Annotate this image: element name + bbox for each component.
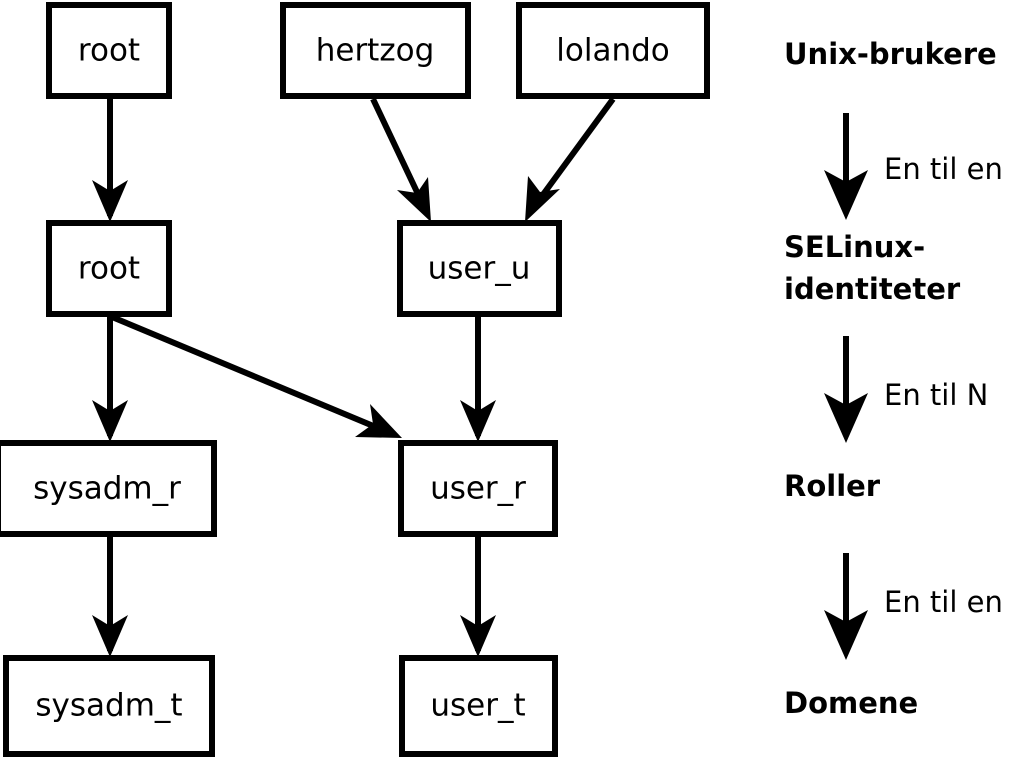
legend-group: Unix-brukere En til en SELinux- identite… <box>784 37 1003 720</box>
node-label: user_u <box>428 251 531 287</box>
node-label: user_r <box>430 471 526 507</box>
arrow-head-icon <box>92 180 128 222</box>
legend-arrow-identity-to-role: En til N <box>824 336 988 443</box>
node-domain-sysadm-t[interactable]: sysadm_t <box>3 655 215 757</box>
legend-arrow-role-to-domain: En til en <box>824 553 1003 660</box>
arrow-head-icon <box>355 404 402 438</box>
arrow-head-icon <box>92 400 128 442</box>
arrow-head-icon <box>92 615 128 657</box>
node-label: root <box>78 251 140 287</box>
node-label: user_t <box>430 688 525 724</box>
node-selinux-user-u[interactable]: user_u <box>397 220 562 317</box>
legend-stage-selinux-identities-line1: SELinux- <box>784 230 925 264</box>
edge-sysadm-r-to-sysadm-t <box>92 537 128 657</box>
edge-hertzog-to-user-u <box>370 97 431 222</box>
node-box <box>46 2 172 99</box>
edge-user-u-to-user-r <box>460 317 496 442</box>
node-unix-root[interactable]: root <box>46 2 172 99</box>
nodes-group: root hertzog lolando root user_u sysadm_ <box>0 2 710 757</box>
node-unix-hertzog[interactable]: hertzog <box>280 2 471 99</box>
edge-lolando-to-user-u <box>525 97 616 222</box>
node-label: lolando <box>556 33 669 69</box>
edges-group <box>92 97 616 657</box>
node-box <box>46 220 172 317</box>
arrow-head-icon <box>460 615 496 657</box>
node-unix-lolando[interactable]: lolando <box>516 2 710 99</box>
arrow-head-icon <box>525 176 560 222</box>
edge-user-r-to-user-t <box>460 537 496 657</box>
legend-arrow-label: En til en <box>884 152 1003 186</box>
node-role-sysadm-r[interactable]: sysadm_r <box>0 440 217 537</box>
edge-line <box>110 314 392 436</box>
node-box <box>0 440 217 537</box>
arrow-head-icon <box>824 610 868 660</box>
node-role-user-r[interactable]: user_r <box>398 440 558 537</box>
arrow-head-icon <box>824 393 868 443</box>
node-domain-user-t[interactable]: user_t <box>399 655 558 757</box>
node-label: sysadm_t <box>35 688 182 724</box>
node-box <box>397 220 562 317</box>
legend-arrow-label: En til N <box>884 378 988 412</box>
legend-stage-unix-users: Unix-brukere <box>784 37 997 71</box>
node-label: root <box>78 33 140 69</box>
node-selinux-root[interactable]: root <box>46 220 172 317</box>
legend-stage-selinux-identities-line2: identiteter <box>784 272 961 306</box>
arrow-head-icon <box>397 177 431 222</box>
node-label: hertzog <box>316 33 435 69</box>
node-box <box>399 655 558 757</box>
node-box <box>280 2 471 99</box>
node-box <box>516 2 710 99</box>
legend-arrow-label: En til en <box>884 585 1003 619</box>
legend-stage-domains: Domene <box>784 686 918 720</box>
arrow-head-icon <box>460 400 496 442</box>
edge-line <box>370 97 429 213</box>
node-box <box>398 440 558 537</box>
edge-selinux-root-to-sysadm-r <box>92 317 128 442</box>
edge-unix-root-to-selinux-root <box>92 99 128 222</box>
arrow-head-icon <box>824 170 868 220</box>
node-label: sysadm_r <box>33 471 181 507</box>
legend-stage-roles: Roller <box>784 469 881 503</box>
edge-selinux-root-to-user-r <box>110 314 402 438</box>
legend-arrow-unix-to-identity: En til en <box>824 113 1003 220</box>
node-box <box>3 655 215 757</box>
